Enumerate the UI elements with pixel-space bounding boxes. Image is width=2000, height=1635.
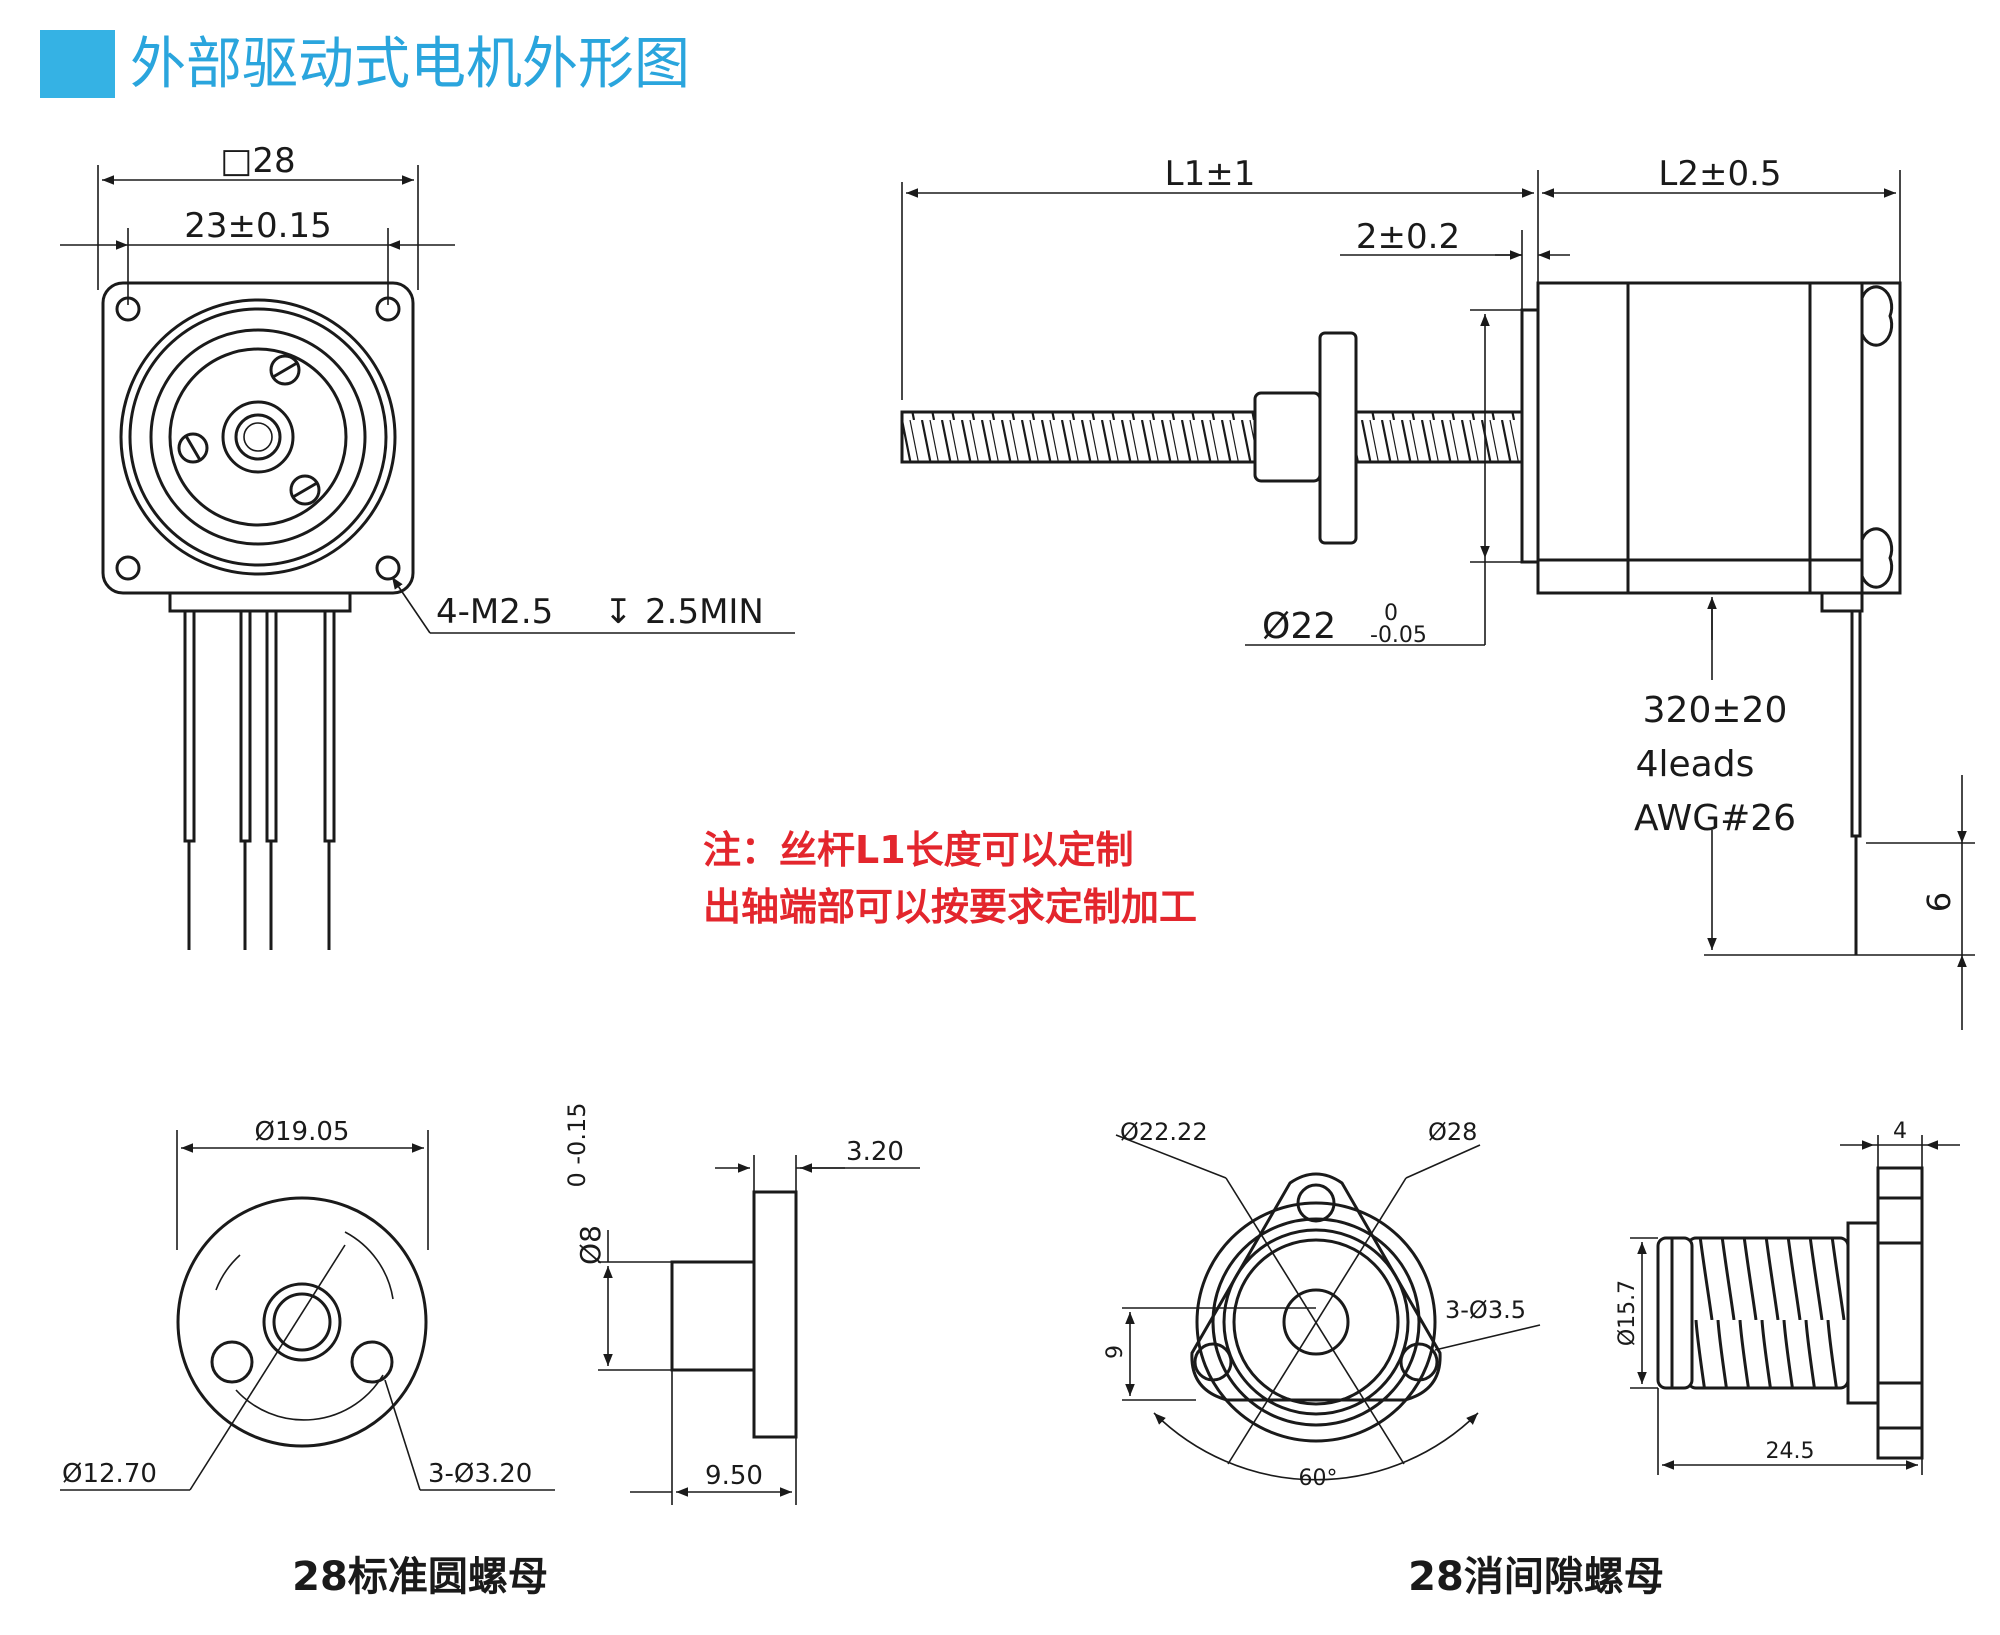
front-view: □28 23±0.15 — [60, 141, 795, 950]
lead-wires — [183, 609, 336, 950]
std-holes-label: 3-Ø3.20 — [428, 1459, 532, 1489]
standard-nut-front: Ø19.05 Ø12.70 3-Ø3.20 — [60, 1117, 555, 1491]
dim-hole-spacing-label: 23±0.15 — [184, 206, 331, 246]
ab-flange-thk-label: 4 — [1893, 1119, 1907, 1144]
std-nut-body — [262, 1282, 342, 1362]
screw-3 — [289, 474, 321, 506]
dim-boss-dia-label: Ø22 — [1262, 606, 1336, 647]
strip-length-label: 6 — [1920, 892, 1958, 912]
side-view: L1±1 L2±0.5 2±0.2 Ø22 0 -0.05 — [900, 154, 1975, 1030]
lead-length-label: 320±20 — [1643, 690, 1788, 731]
dim-l2-label: L2±0.5 — [1658, 154, 1781, 194]
std-flange-thk-label: 3.20 — [846, 1137, 904, 1167]
note-line-1: 注：丝杆L1长度可以定制 — [703, 828, 1134, 872]
ab-triangle-flange — [1190, 1172, 1442, 1402]
dim-square-label: □28 — [220, 141, 295, 181]
ab-side-hub — [1846, 1221, 1880, 1405]
ab-angle-label: 60° — [1299, 1466, 1338, 1491]
std-body-dia-label: Ø8 — [574, 1225, 607, 1265]
ab-offset-label: 9 — [1103, 1345, 1128, 1359]
mount-hole-tr — [375, 296, 401, 322]
anti-backlash-nut-side: 4 Ø15.7 24.5 — [1615, 1119, 1960, 1475]
notes: 注：丝杆L1长度可以定制 出轴端部可以按要求定制加工 — [703, 828, 1197, 929]
std-bolt-circle-label: Ø12.70 — [62, 1459, 157, 1489]
screw-nut-body — [1253, 391, 1322, 483]
std-hole-2 — [350, 1340, 394, 1384]
awg-label: AWG#26 — [1634, 798, 1796, 839]
ab-body-dia-label: Ø15.7 — [1615, 1280, 1640, 1346]
hole-callout-label: 4-M2.5 — [436, 592, 553, 632]
header-accent-block — [40, 30, 115, 98]
std-flange-dia-label: Ø19.05 — [255, 1117, 350, 1147]
rotor-ring — [149, 328, 367, 546]
output-lead-wire — [1850, 609, 1862, 838]
ab-side-body — [1686, 1236, 1850, 1390]
mount-hole-br — [375, 555, 401, 581]
std-side-flange — [752, 1190, 798, 1439]
dim-boss-tol-lower: -0.05 — [1370, 623, 1427, 648]
ab-outer-dia-label: Ø28 — [1428, 1118, 1477, 1146]
standard-nut-caption: 28标准圆螺母 — [292, 1554, 548, 1600]
dim-boss-tol-upper: 0 — [1384, 601, 1398, 626]
std-body-tol-label: 0 -0.15 — [563, 1103, 591, 1188]
mount-hole-tl — [115, 296, 141, 322]
depth-symbol: ↧ — [604, 592, 633, 632]
ab-side-cap — [1656, 1236, 1694, 1390]
ab-side-flange — [1876, 1166, 1924, 1460]
std-side-body — [670, 1260, 756, 1372]
ab-hole-top — [1296, 1183, 1336, 1223]
standard-nut-side: Ø8 0 -0.15 3.20 9.50 — [563, 1103, 920, 1505]
screw-nut-flange — [1318, 331, 1358, 545]
lead-screw — [900, 410, 1524, 464]
header: 外部驱动式电机外形图 — [40, 30, 690, 98]
std-nut-flange — [176, 1196, 428, 1448]
mount-hole-bl — [115, 555, 141, 581]
screw-2 — [177, 432, 209, 464]
depth-value: 2.5MIN — [645, 592, 764, 632]
ab-bore — [1282, 1288, 1350, 1356]
note-line-2: 出轴端部可以按要求定制加工 — [703, 885, 1197, 929]
leads-label: 4leads — [1636, 744, 1755, 785]
motor-endcap — [1860, 281, 1902, 595]
ab-hole-right — [1399, 1342, 1439, 1382]
std-length-label: 9.50 — [705, 1461, 763, 1491]
ab-hole-left — [1193, 1342, 1233, 1382]
anti-backlash-nut-caption: 28消间隙螺母 — [1408, 1554, 1664, 1600]
std-hole-1 — [210, 1340, 254, 1384]
ab-bolt-circle-label: Ø22.22 — [1120, 1118, 1208, 1146]
motor-body — [1536, 281, 1902, 595]
ab-length-label: 24.5 — [1766, 1439, 1815, 1464]
dim-l1-label: L1±1 — [1165, 154, 1256, 194]
ab-outer-circle — [1195, 1201, 1437, 1443]
screw-1 — [269, 354, 301, 386]
anti-backlash-nut-front: Ø22.22 Ø28 3-Ø3.5 9 60° — [1103, 1118, 1541, 1491]
motor-lead-out — [1820, 591, 1864, 613]
page-title: 外部驱动式电机外形图 — [130, 32, 690, 97]
ab-holes-label: 3-Ø3.5 — [1445, 1296, 1526, 1324]
shaft-bore — [234, 413, 282, 461]
dim-boss-offset-label: 2±0.2 — [1356, 217, 1460, 257]
motor-boss — [1520, 308, 1540, 564]
lead-block — [168, 591, 352, 613]
